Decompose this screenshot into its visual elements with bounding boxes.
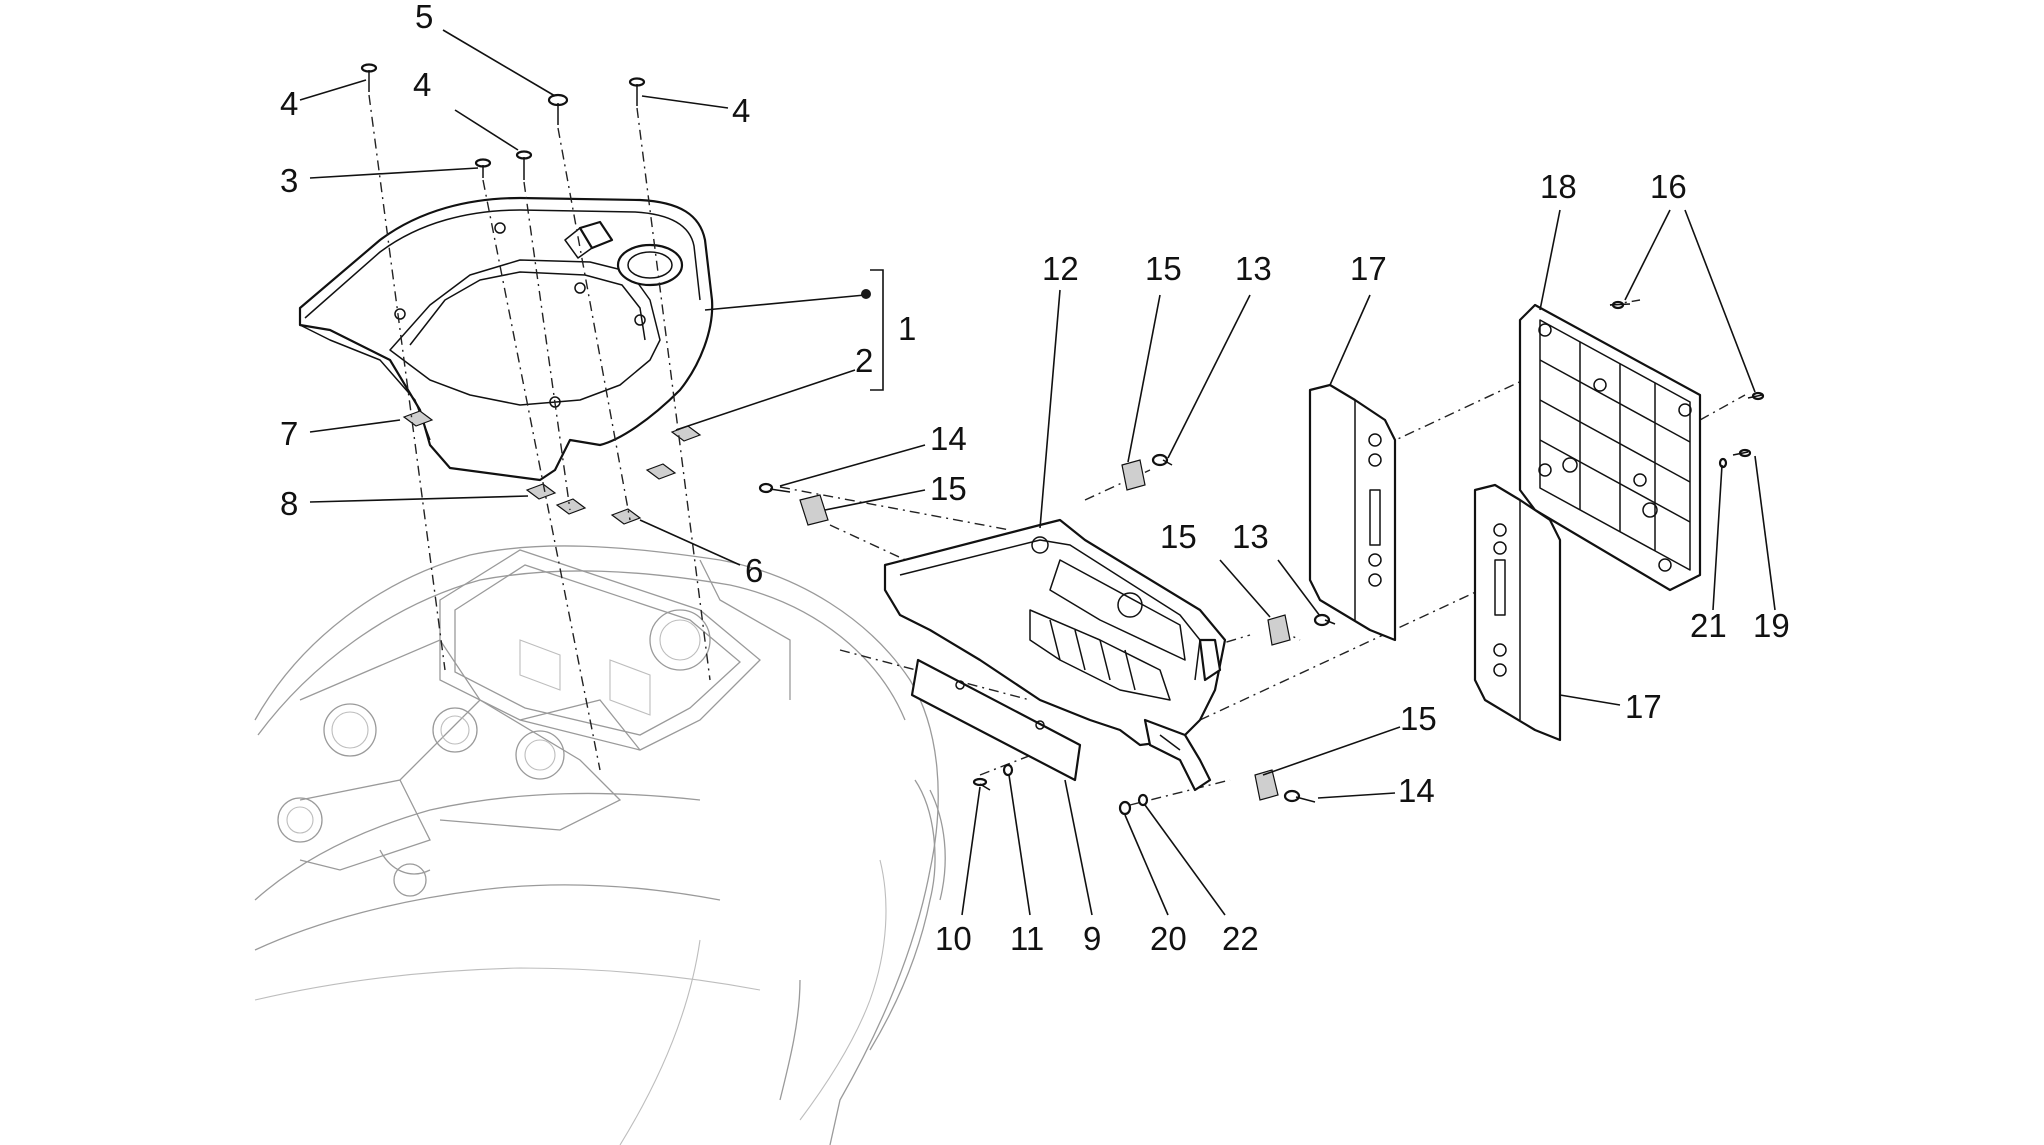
callout-8: 8	[280, 485, 298, 522]
callout-15: 15	[930, 470, 967, 507]
bracket-17-lower	[1473, 483, 1562, 742]
callout-20: 20	[1150, 920, 1187, 957]
callout-10: 10	[935, 920, 972, 957]
bracket-17-upper	[1308, 383, 1397, 642]
callout-17: 17	[1625, 688, 1662, 725]
callout-14: 14	[1398, 772, 1435, 809]
callout-5: 5	[415, 0, 433, 35]
clip-nuts	[402, 410, 702, 525]
callout-16: 16	[1650, 168, 1687, 205]
leader-lines	[299, 29, 1776, 916]
callout-11: 11	[1010, 920, 1044, 957]
callout-13: 13	[1232, 518, 1269, 555]
callout-21: 21	[1690, 607, 1727, 644]
callout-15: 15	[1160, 518, 1197, 555]
license-plate-frame	[1518, 303, 1702, 592]
callout-18: 18	[1540, 168, 1577, 205]
callout-17: 17	[1350, 250, 1387, 287]
callout-12: 12	[1042, 250, 1079, 287]
callout-1: 1	[898, 310, 916, 347]
callout-3: 3	[280, 162, 298, 199]
callout-13: 13	[1235, 250, 1272, 287]
callout-19: 19	[1753, 607, 1790, 644]
callout-4: 4	[413, 66, 431, 103]
plate-holder	[883, 518, 1227, 792]
callout-4: 4	[280, 85, 298, 122]
small-hardware	[758, 300, 1765, 816]
scooter-body-outline	[254, 545, 946, 1145]
callout-22: 22	[1222, 920, 1259, 957]
reflector-strip	[910, 658, 1082, 782]
callout-7: 7	[280, 415, 298, 452]
screw-3	[474, 158, 492, 178]
callout-15: 15	[1145, 250, 1182, 287]
callout-6: 6	[745, 552, 763, 589]
callout-9: 9	[1083, 920, 1101, 957]
callout-labels: 5 4 4 4 3 1 2 7 8 6 14 15 12 15 13 17 15…	[280, 0, 1790, 957]
screw-4-left	[360, 63, 378, 92]
rear-carrier	[298, 196, 714, 482]
assembly-lines	[368, 94, 1746, 806]
callout-4: 4	[732, 92, 750, 129]
callout-2: 2	[855, 342, 873, 379]
screw-5	[547, 93, 569, 125]
screw-4-middle	[515, 150, 533, 180]
callout-15: 15	[1400, 700, 1437, 737]
callout-14: 14	[930, 420, 967, 457]
screw-4-right	[628, 77, 646, 106]
